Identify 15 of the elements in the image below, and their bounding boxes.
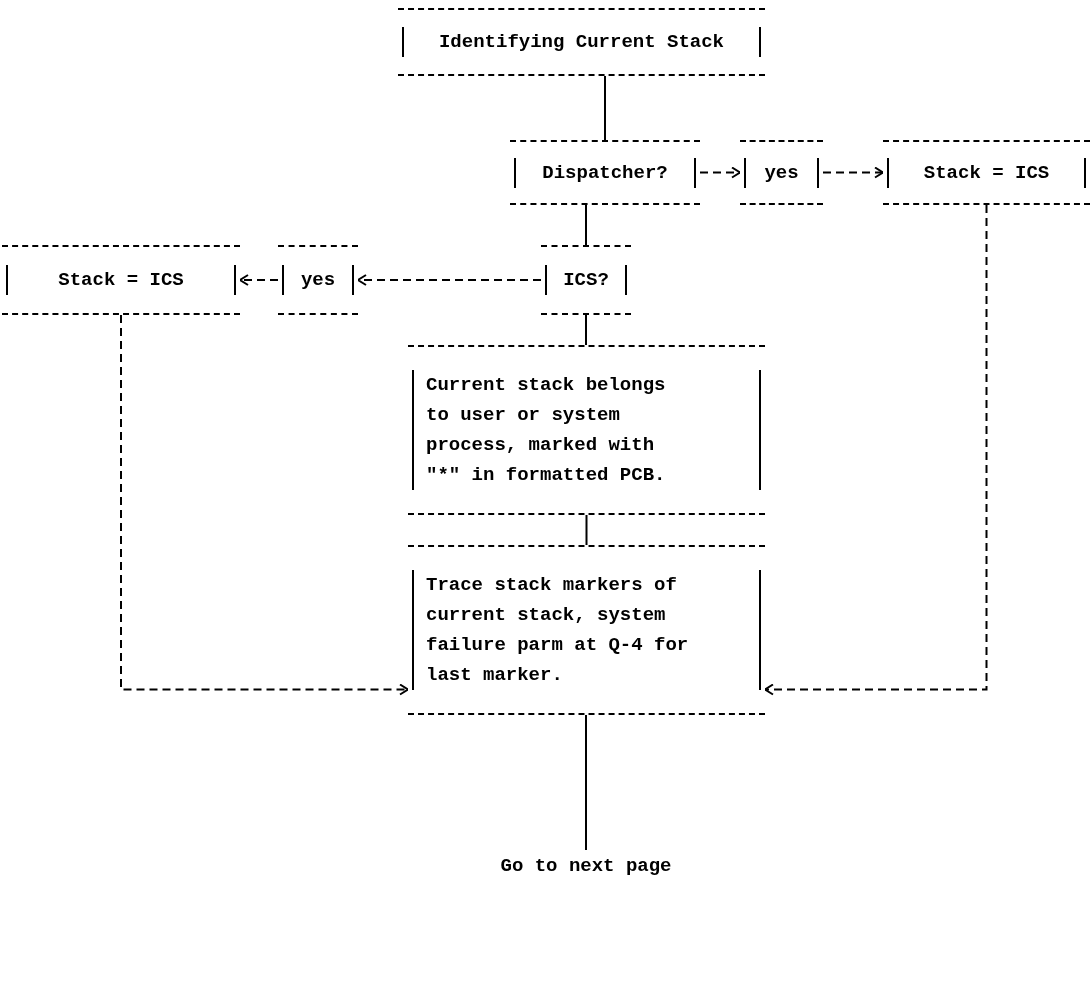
connector-arrow [120,314,409,696]
box-text: ICS? [562,268,610,293]
connector-arrow [764,204,988,696]
box-text: Current stack belongs to user or system process, marked with "*" in formatted PCB. [426,373,667,488]
connector-arrow [239,274,279,286]
box-text: Stack = ICS [922,160,1051,186]
box-text: Stack = ICS [57,268,185,293]
connector-arrow [699,166,741,179]
connector-arrow [822,166,884,179]
box-text: Dispatcher? [541,160,669,186]
connector-arrow [357,274,542,286]
box-text: yes [299,268,337,293]
box-text: yes [763,160,800,186]
box-text: Trace stack markers of current stack, system failure parm at Q-4 for last marker. [426,573,690,688]
box-text: Identifying Current Stack [437,30,725,55]
